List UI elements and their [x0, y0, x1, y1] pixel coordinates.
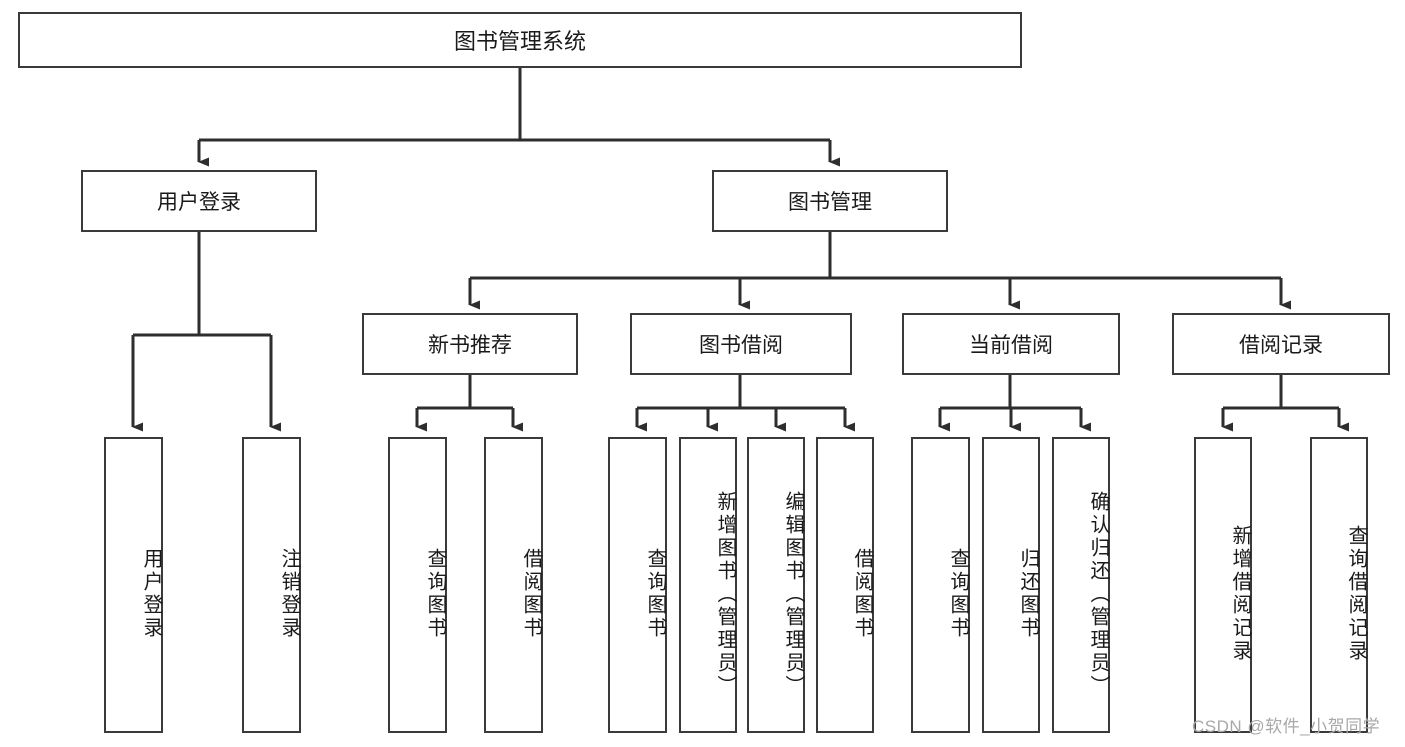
node-label: 当前借阅: [969, 334, 1053, 357]
leaf-query-book-recommend[interactable]: 查询图书: [388, 437, 447, 733]
leaf-add-book-admin[interactable]: 新增图书（管理员）: [679, 437, 737, 733]
node-label: 借阅图书: [851, 548, 873, 640]
leaf-query-borrow-record[interactable]: 查询借阅记录: [1310, 437, 1368, 733]
node-label: 用户登录: [140, 548, 162, 640]
leaf-query-book-borrow[interactable]: 查询图书: [608, 437, 667, 733]
leaf-query-book-current[interactable]: 查询图书: [911, 437, 970, 733]
node-borrow-record[interactable]: 借阅记录: [1172, 313, 1390, 375]
leaf-add-borrow-record[interactable]: 新增借阅记录: [1194, 437, 1252, 733]
leaf-user-login[interactable]: 用户登录: [104, 437, 163, 733]
node-label: 图书管理: [788, 191, 872, 214]
node-book-management[interactable]: 图书管理: [712, 170, 948, 232]
node-current-borrow[interactable]: 当前借阅: [902, 313, 1120, 375]
node-new-book-recommend[interactable]: 新书推荐: [362, 313, 578, 375]
leaf-logout[interactable]: 注销登录: [242, 437, 301, 733]
watermark: CSDN @软件_小贺同学: [1192, 717, 1381, 736]
node-label: 图书借阅: [699, 334, 783, 357]
node-label: 注销登录: [278, 548, 300, 640]
node-label: 借阅图书: [520, 548, 542, 640]
node-label: 新增借阅记录: [1229, 525, 1251, 663]
leaf-borrow-book-recommend[interactable]: 借阅图书: [484, 437, 543, 733]
node-label: 归还图书: [1017, 548, 1039, 640]
node-label: 新书推荐: [428, 334, 512, 357]
leaf-confirm-return-admin[interactable]: 确认归还（管理员）: [1052, 437, 1110, 733]
node-user-login[interactable]: 用户登录: [81, 170, 317, 232]
node-label: 新增图书（管理员）: [714, 490, 736, 698]
node-label: 查询图书: [947, 548, 969, 640]
leaf-edit-book-admin[interactable]: 编辑图书（管理员）: [747, 437, 805, 733]
leaf-borrow-book[interactable]: 借阅图书: [816, 437, 874, 733]
node-label: 确认归还（管理员）: [1087, 490, 1109, 698]
node-label: 借阅记录: [1239, 334, 1323, 357]
node-label: 用户登录: [157, 191, 241, 214]
node-book-borrow[interactable]: 图书借阅: [630, 313, 852, 375]
node-label: 编辑图书（管理员）: [782, 490, 804, 698]
node-label: 查询图书: [424, 548, 446, 640]
node-root-book-management-system[interactable]: 图书管理系统: [18, 12, 1022, 68]
node-label: 查询图书: [644, 548, 666, 640]
node-label: 查询借阅记录: [1345, 525, 1367, 663]
leaf-return-book[interactable]: 归还图书: [982, 437, 1040, 733]
node-label: 图书管理系统: [453, 29, 586, 54]
